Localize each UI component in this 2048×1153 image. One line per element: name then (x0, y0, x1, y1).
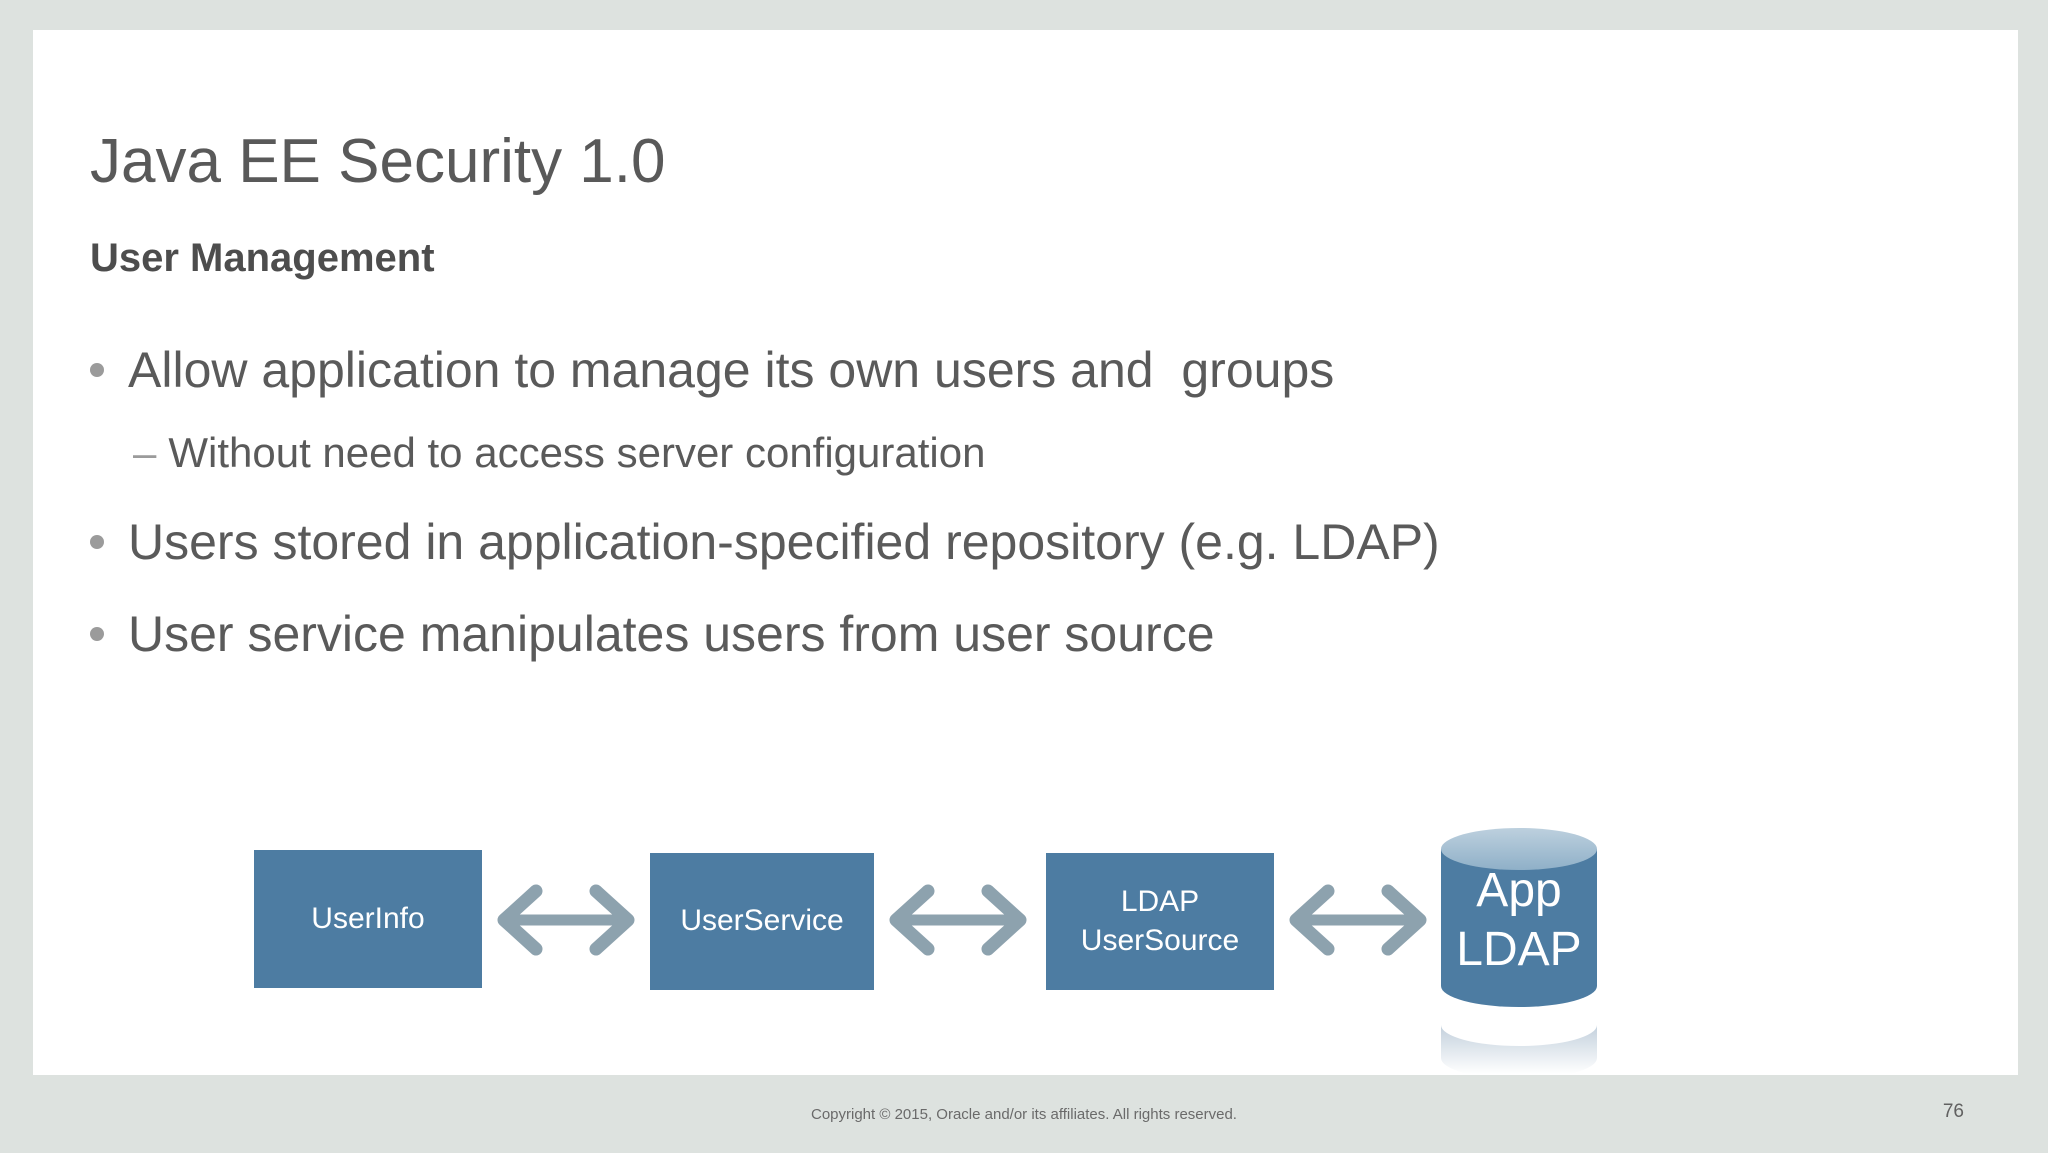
node-label: UserService (680, 904, 844, 938)
sub-bullet-item-1: – Without need to access server configur… (133, 428, 985, 478)
bullet-dot-icon (90, 535, 104, 549)
diagram-node-userinfo: UserInfo (254, 850, 482, 988)
diagram-node-userservice: UserService (650, 853, 874, 990)
node-label-line1: LDAP (1120, 885, 1200, 919)
bullet-item-3: User service manipulates users from user… (90, 604, 1215, 664)
slide-canvas: Java EE Security 1.0 User Management All… (33, 30, 2018, 1076)
sub-bullet-text: Without need to access server configurat… (168, 429, 986, 476)
footer-copyright: Copyright © 2015, Oracle and/or its affi… (811, 1106, 1237, 1123)
dash-marker-icon: – (133, 429, 157, 476)
double-arrow-icon (889, 884, 1027, 956)
bullet-item-2: Users stored in application-specified re… (90, 512, 1440, 572)
diagram-node-app-ldap: App LDAP (1441, 862, 1597, 979)
bullet-text: User service manipulates users from user… (128, 606, 1215, 662)
slide-subtitle: User Management (90, 236, 435, 280)
bullet-dot-icon (90, 627, 104, 641)
node-label-line2: UserSource (1080, 923, 1240, 957)
double-arrow-icon (497, 884, 635, 956)
page-number: 76 (1942, 1101, 1964, 1122)
slide-title: Java EE Security 1.0 (90, 127, 666, 196)
bullet-item-1: Allow application to manage its own user… (90, 340, 1334, 400)
node-label-line2: LDAP (1456, 922, 1582, 976)
bullet-dot-icon (90, 363, 104, 377)
bullet-text: Users stored in application-specified re… (128, 514, 1440, 570)
node-label: UserInfo (311, 901, 425, 935)
bullet-text: Allow application to manage its own user… (128, 342, 1335, 398)
double-arrow-icon (1289, 884, 1427, 956)
diagram-node-ldap-usersource: LDAP UserSource (1046, 853, 1274, 990)
node-label-line1: App (1476, 864, 1562, 917)
database-cylinder-icon (1441, 828, 1597, 1076)
